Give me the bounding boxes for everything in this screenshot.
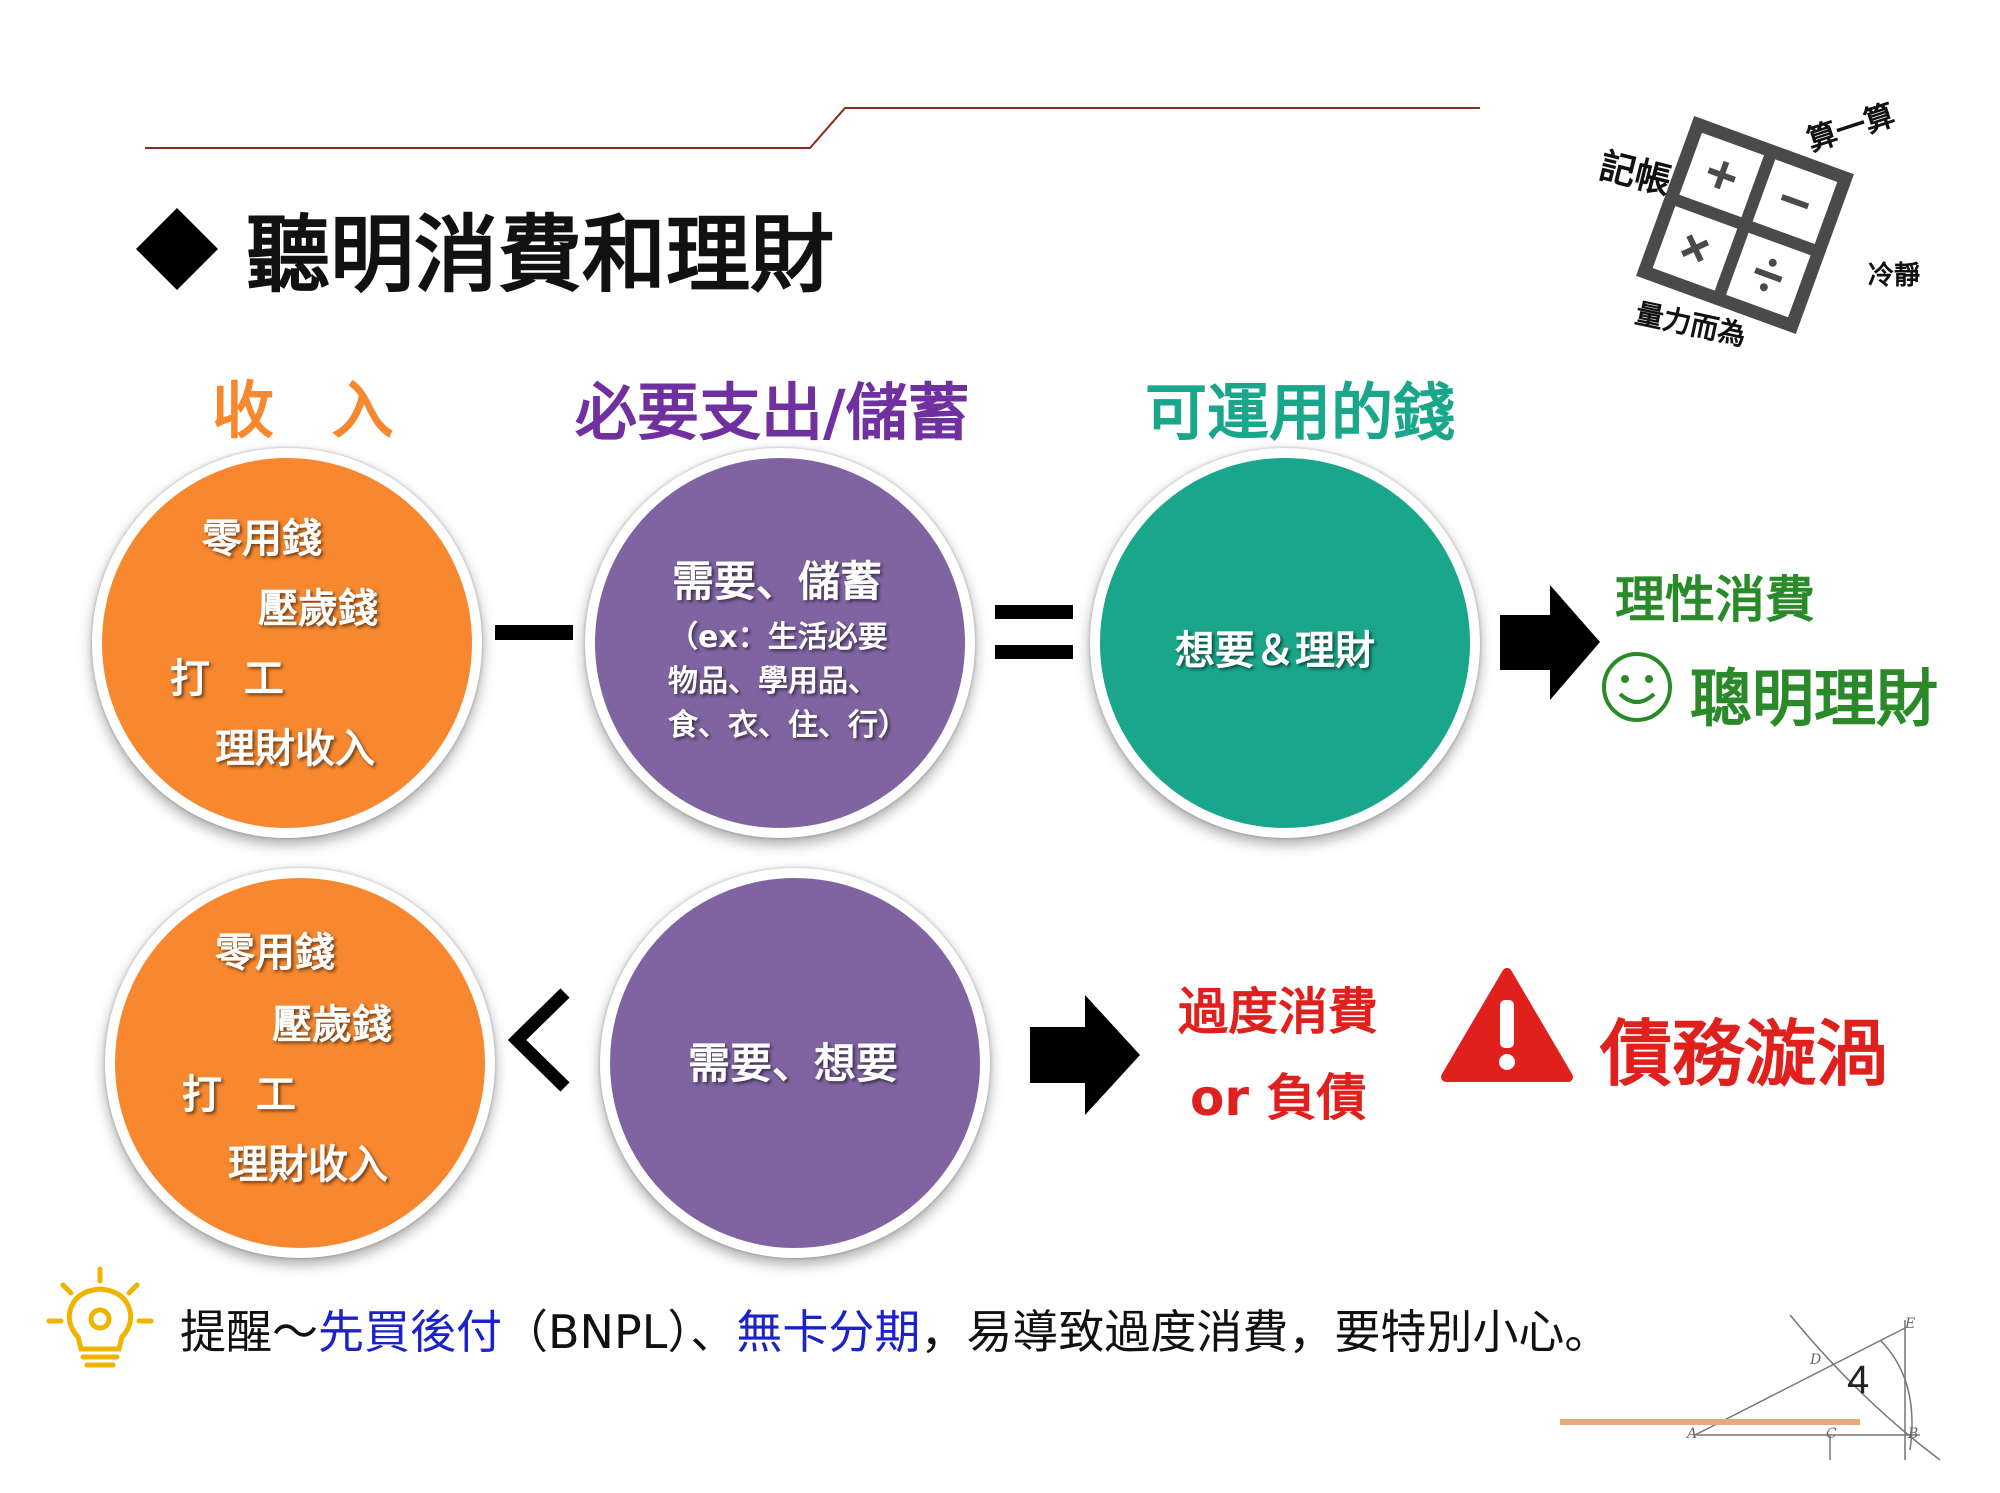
calc-label-right: 冷靜 [1868,261,1921,291]
smart-finance-text: 聰明理財 [1690,662,1939,735]
need-want-text: 需要、想要 [688,1039,899,1088]
tip-highlight-cardless: 無卡分期 [736,1305,921,1359]
income-item: 打 工 [170,656,294,702]
income-item: 理財收入 [228,1142,388,1188]
arrow-right-icon [1030,995,1140,1115]
overspending-text: 過度消費 [1178,983,1378,1041]
page-number: 4 [1847,1358,1870,1402]
available-circle [1090,448,1480,838]
tip-text: 提醒～先買後付（BNPL）、無卡分期，易導致過度消費，要特別小心。 [180,1296,1610,1362]
income-header: 收 入 [212,374,412,447]
warning-icon [1441,968,1573,1082]
necessary-detail: （ex：生活必要 [668,620,888,655]
available-text: 想要＆理財 [1175,628,1375,674]
geometry-label: E [1905,1316,1916,1332]
calculator-icon [1636,116,1854,334]
available-header: 可運用的錢 [1145,376,1456,449]
arrow-right-icon [1500,585,1600,700]
smiley-icon [1602,652,1672,722]
need-want-circle [600,868,990,1258]
income-item: 理財收入 [215,726,375,772]
geometry-decoration [1560,1314,1941,1461]
necessary-circle [585,448,975,838]
equals-sign-top [995,605,1073,619]
debt-text: or 負債 [1190,1069,1367,1127]
debt-spiral-text: 債務漩渦 [1600,1012,1889,1096]
necessary-detail: 物品、學用品、 [668,664,878,699]
page-title: 聽明消費和理財 [135,188,835,309]
necessary-detail: 食、衣、住、行） [668,708,908,743]
geometry-label: D [1810,1352,1822,1368]
calculator-logo: 算一算 記帳 冷靜 量力而為 [1560,95,1930,355]
necessary-main-text: 需要、儲蓄 [672,557,883,606]
income-circle-1 [92,448,482,838]
less-than-sign [507,988,570,1092]
tip-middle: （BNPL）、 [502,1305,737,1359]
tip-suffix: ，易導致過度消費，要特別小心。 [920,1305,1611,1359]
income-item: 打 工 [182,1072,306,1118]
header-rule [145,107,1480,149]
tip-highlight-bnpl: 先買後付 [318,1305,502,1359]
tip-prefix: 提醒～ [180,1305,318,1359]
income-item: 壓歲錢 [272,1002,392,1048]
necessary-header: 必要支出/儲蓄 [575,376,970,449]
minus-sign [495,625,573,640]
income-item: 零用錢 [202,516,322,562]
diamond-bullet-icon [135,207,219,291]
page-title-text: 聽明消費和理財 [246,206,835,304]
income-item: 零用錢 [215,930,335,976]
income-item: 壓歲錢 [258,586,378,632]
rational-spending-text: 理性消費 [1615,571,1815,629]
income-circle-2 [105,868,495,1258]
geometry-label: A [1687,1426,1698,1442]
equals-sign-bottom [995,645,1073,659]
geometry-label: C [1826,1426,1837,1442]
geometry-label: B [1908,1426,1919,1442]
lightbulb-icon [46,1266,154,1368]
